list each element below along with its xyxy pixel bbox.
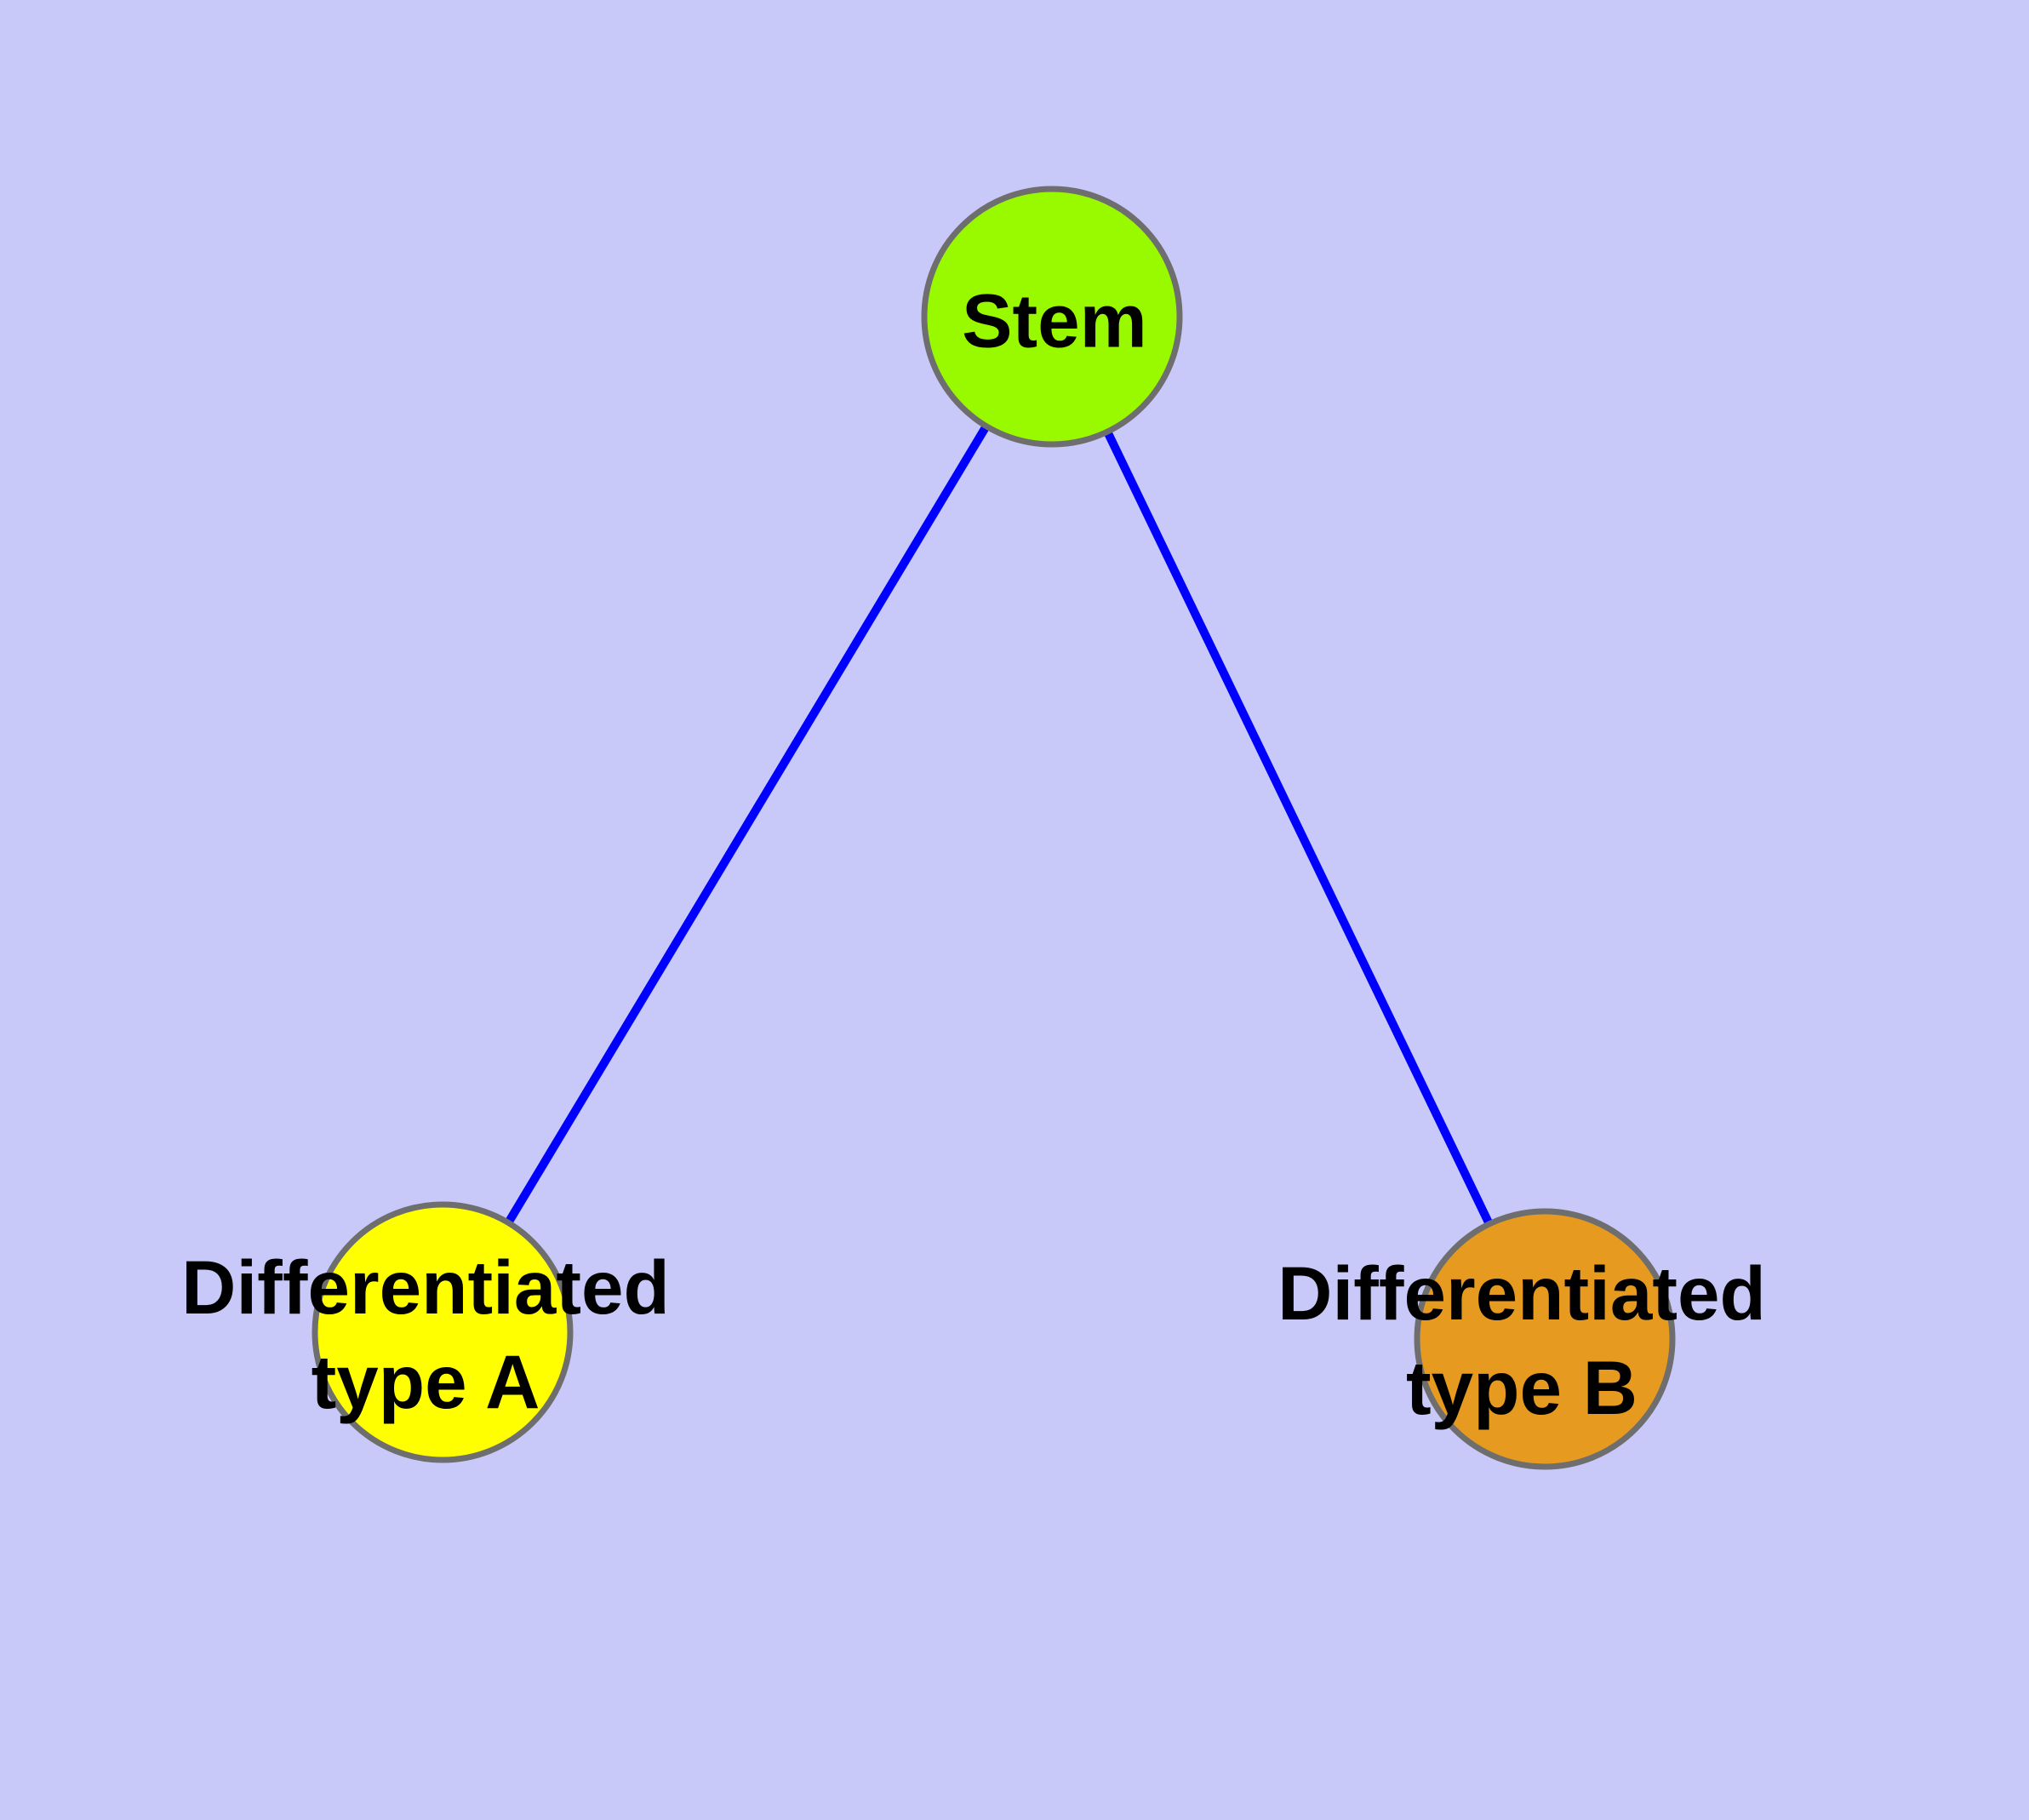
edge-stem-to-type-b <box>1048 314 1549 1342</box>
label-line: type A <box>311 1339 540 1424</box>
label-line: Differentiated <box>1277 1251 1766 1336</box>
node-type-b-circle <box>1414 1208 1676 1470</box>
node-stem-label: Stem <box>962 274 1147 369</box>
edge-stem-to-type-a <box>438 314 1056 1335</box>
node-type-a-label: Differentiated type A <box>181 1240 670 1429</box>
label-line: type B <box>1405 1345 1637 1430</box>
label-line: Stem <box>962 278 1147 363</box>
label-line: Differentiated <box>181 1245 670 1330</box>
node-type-a-circle <box>311 1201 574 1463</box>
node-type-b-label: Differentiated type B <box>1277 1246 1766 1435</box>
node-stem-circle <box>921 186 1183 448</box>
